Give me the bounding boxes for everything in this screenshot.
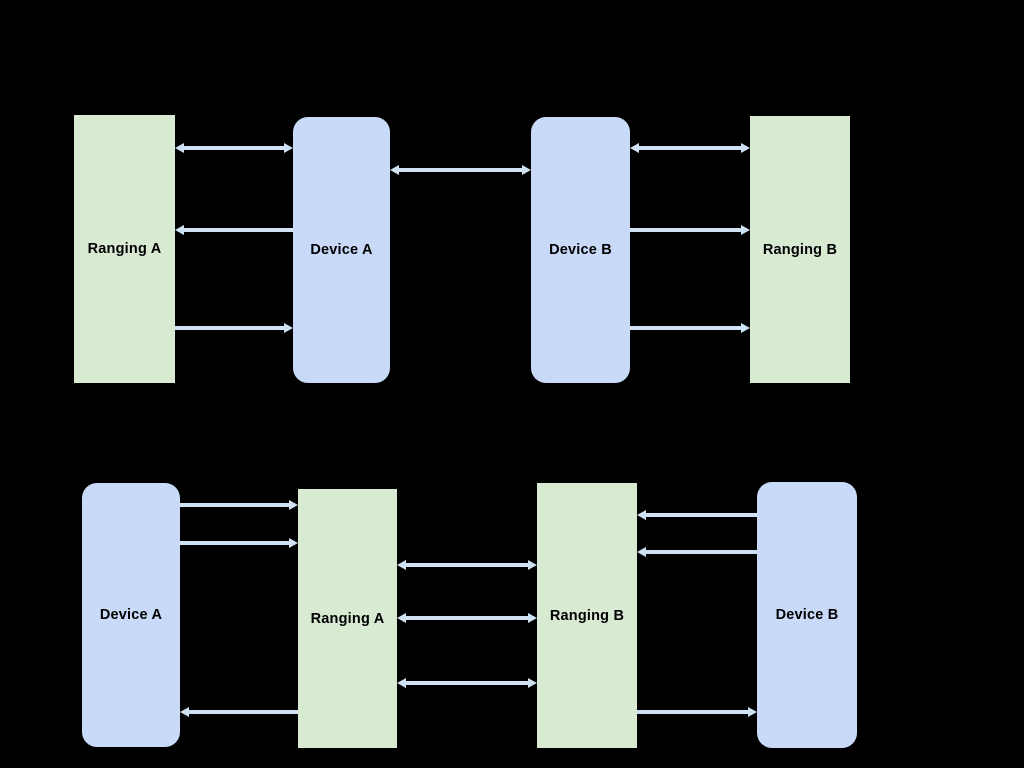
- box-bottom-device-b-label: Device B: [775, 607, 839, 623]
- arrow-bottom-ranging-a-ranging-b-1: [397, 559, 537, 571]
- box-top-device-a: Device A: [293, 117, 390, 383]
- arrow-bottom-ranging-a-ranging-b-3: [397, 677, 537, 689]
- arrow-bottom-ranging-b-to-device-b: [637, 706, 757, 718]
- box-bottom-device-a-label: Device A: [99, 607, 163, 623]
- arrow-bottom-device-a-to-ranging-a-1: [180, 499, 298, 511]
- arrow-bottom-device-a-to-ranging-a-2: [180, 537, 298, 549]
- arrow-top-device-a-device-b-bidirectional: [390, 164, 531, 176]
- box-top-ranging-b: Ranging B: [750, 116, 850, 383]
- box-top-device-b-label: Device B: [549, 242, 612, 258]
- box-top-ranging-a: Ranging A: [74, 115, 175, 383]
- box-top-device-b: Device B: [531, 117, 630, 383]
- box-bottom-ranging-a-label: Ranging A: [310, 610, 385, 627]
- box-bottom-device-a: Device A: [82, 483, 180, 747]
- arrow-top-device-a-to-ranging-a: [175, 224, 293, 236]
- box-top-ranging-b-label: Ranging B: [762, 241, 838, 258]
- arrow-top-device-b-ranging-b-bidirectional: [630, 142, 750, 154]
- box-top-ranging-a-label: Ranging A: [87, 241, 162, 257]
- arrow-bottom-device-b-to-ranging-b-2: [637, 546, 757, 558]
- box-bottom-ranging-b-label: Ranging B: [549, 607, 625, 624]
- arrow-bottom-ranging-a-to-device-a: [180, 706, 298, 718]
- box-bottom-ranging-b: Ranging B: [537, 483, 637, 748]
- arrow-top-ranging-a-device-a-bidirectional: [175, 142, 293, 154]
- arrow-top-ranging-a-to-device-a: [175, 322, 293, 334]
- box-top-device-a-label: Device A: [310, 242, 373, 258]
- arrow-bottom-device-b-to-ranging-b-1: [637, 509, 757, 521]
- box-bottom-ranging-a: Ranging A: [298, 489, 397, 748]
- arrow-top-device-b-to-ranging-b-middle: [630, 224, 750, 236]
- arrow-top-device-b-to-ranging-b-lower: [630, 322, 750, 334]
- arrow-bottom-ranging-a-ranging-b-2: [397, 612, 537, 624]
- box-bottom-device-b: Device B: [757, 482, 857, 748]
